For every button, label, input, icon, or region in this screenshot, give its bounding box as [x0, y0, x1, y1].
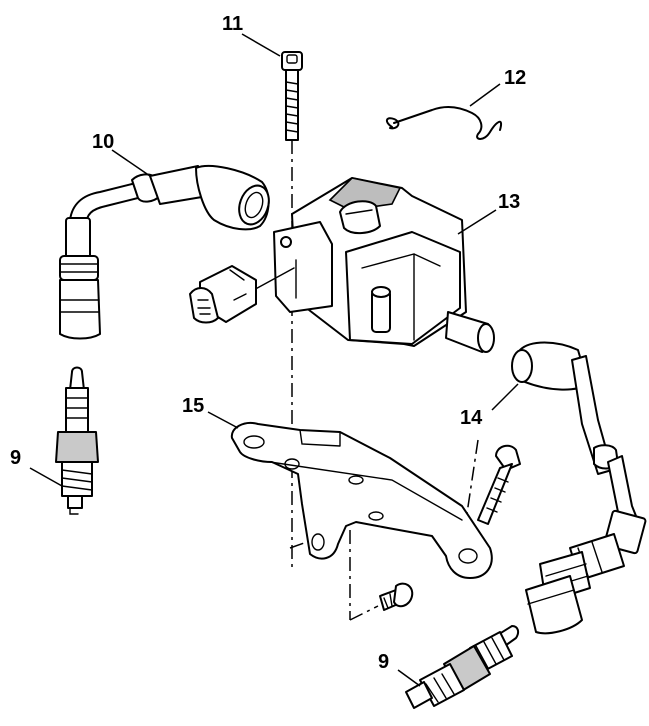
spark-plug-bottom-icon: [405, 625, 520, 709]
ignition-coil-icon: [273, 177, 495, 353]
mounting-bracket-icon: [230, 422, 493, 579]
callout-9-bottom: 9: [378, 651, 390, 673]
bolt-icon: [281, 51, 303, 141]
callout-15: 15: [182, 395, 205, 417]
callout-11: 11: [222, 13, 244, 35]
ignition-lead-right-icon: [511, 341, 647, 635]
ignition-lead-left-icon: [59, 164, 270, 340]
callout-13: 13: [498, 191, 521, 213]
callout-10: 10: [92, 131, 115, 153]
leader-lines: [29, 33, 519, 687]
assembly-centerlines: [289, 140, 479, 621]
callout-9-left: 9: [10, 447, 22, 469]
bracket-bolt-icon: [477, 444, 521, 525]
callout-14: 14: [460, 407, 483, 429]
coil-connector-icon: [189, 265, 295, 324]
bracket-screw-icon: [379, 582, 414, 611]
callout-12: 12: [504, 67, 527, 89]
spark-plug-left-icon: [55, 366, 99, 515]
retaining-clip-icon: [386, 105, 502, 140]
